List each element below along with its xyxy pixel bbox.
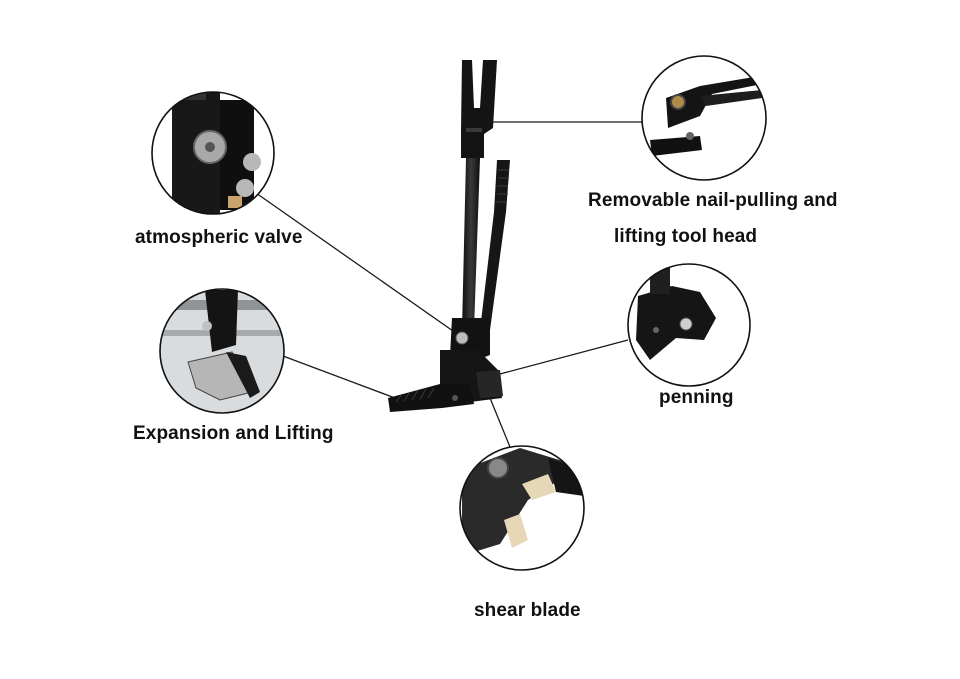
leader-expansion-lifting: [282, 355, 396, 399]
label-nail-pulling-line-1: Removable nail-pulling and: [588, 190, 838, 211]
main-shaft: [462, 158, 480, 330]
expansion-foot: [388, 384, 474, 412]
leader-atmospheric-valve: [255, 192, 464, 339]
label-nail-pulling-line-2: lifting tool head: [614, 226, 758, 247]
atmospheric-valve-knob: [455, 331, 469, 345]
label-atmospheric-valve: atmospheric valve: [135, 227, 303, 248]
nail-pulling-fork-head: [461, 60, 497, 158]
detail-nail-pulling-head: [641, 55, 767, 181]
penning-jaw: [476, 370, 503, 398]
label-penning: penning: [659, 387, 734, 408]
leader-shear-blade: [489, 397, 511, 448]
breaching-tool: [388, 60, 510, 412]
leader-lines: [255, 121, 643, 448]
label-expansion-lifting: Expansion and Lifting: [133, 423, 334, 444]
leader-penning: [499, 339, 629, 375]
detail-atmospheric-valve: [151, 91, 275, 215]
detail-penning: [627, 263, 751, 387]
detail-shear-blade: [459, 445, 585, 571]
label-shear-blade: shear blade: [474, 600, 581, 621]
detail-expansion-lifting: [159, 288, 285, 414]
